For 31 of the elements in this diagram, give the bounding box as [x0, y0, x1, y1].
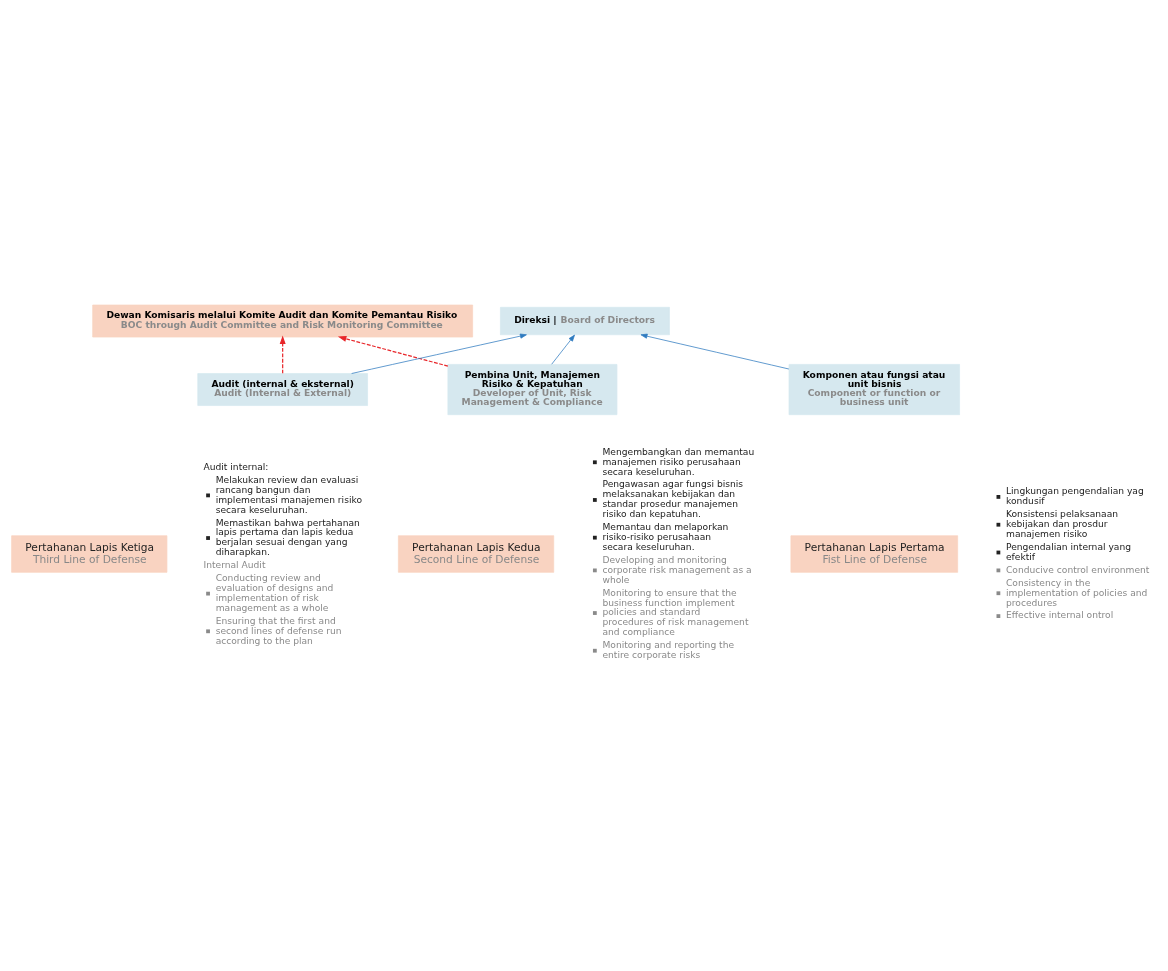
label: Lingkungan pengendalian yag kondusif [1006, 486, 1144, 507]
label: Internal Audit [203, 560, 266, 571]
label: Melakukan review dan evaluasi rancang bangun dan implementasi manajemen risiko secara keseluruhan. [215, 474, 362, 515]
arrow [640, 333, 790, 370]
node-box: Pertahanan Lapis Pertama Fist Line of Defense [790, 535, 959, 573]
node-box: Direksi | Board of Directors [500, 306, 670, 336]
node-box: Audit (internal & eksternal) Audit (Internal & External) [197, 373, 368, 406]
arrow [551, 334, 575, 365]
label: Konsistensi pelaksanaan kebijakan dan prosdur manajemen risiko [1006, 509, 1119, 539]
node-box: Komponen atau fungsi atau unit bisnis Component or function or business unit [788, 364, 960, 416]
label: Effective internal ontrol [1006, 610, 1114, 621]
node-box: Pertahanan Lapis Kedua Second Line of Defense [398, 535, 555, 573]
label: Developing and monitoring corporate risk management as a whole [602, 554, 752, 585]
arrow [351, 333, 527, 374]
node-box: Dewan Komisaris melalui Komite Audit dan Komite Pemantau Risiko BOC through Audit Committee and Risk Monitoring Committee [92, 304, 473, 338]
label: Monitoring and reporting the entire corporate risks [602, 640, 735, 661]
label: Pengawasan agar fungsi bisnis melaksanakan kebijakan dan standar prosedur manajemen risiko dan kepatuhan. [602, 479, 744, 520]
label: Memantau dan melaporkan risiko-risiko perusahaan secara keseluruhan. [602, 522, 729, 552]
label: Audit internal: [203, 461, 269, 472]
arrow [337, 335, 449, 367]
node-box: Pertahanan Lapis Ketiga Third Line of Defense [11, 535, 168, 573]
label: Mengembangkan dan memantau manajemen risiko perusahaan secara keseluruhan. [602, 446, 755, 477]
label: Conducive control environment [1006, 564, 1150, 575]
label: Ensuring that the first and second lines of defense run according to the plan [215, 615, 342, 646]
label: Conducting review and evaluation of designs and implementation of risk management as a whole [215, 573, 334, 613]
label: Memastikan bahwa pertahanan lapis pertama dan lapis kedua berjalan sesuai dengan yang diharapkan. [215, 517, 360, 558]
arrow [279, 335, 286, 374]
label: Pengendalian internal yang efektif [1006, 541, 1131, 562]
node-box: Pembina Unit, Manajemen Risiko & Kepatuhan Developer of Unit, Risk Management & Compliance [447, 364, 618, 416]
label: Monitoring to ensure that the business function implement policies and standard procedures of risk management and compliance [602, 587, 749, 638]
label: Consistency in the implementation of policies and procedures [1006, 577, 1148, 608]
